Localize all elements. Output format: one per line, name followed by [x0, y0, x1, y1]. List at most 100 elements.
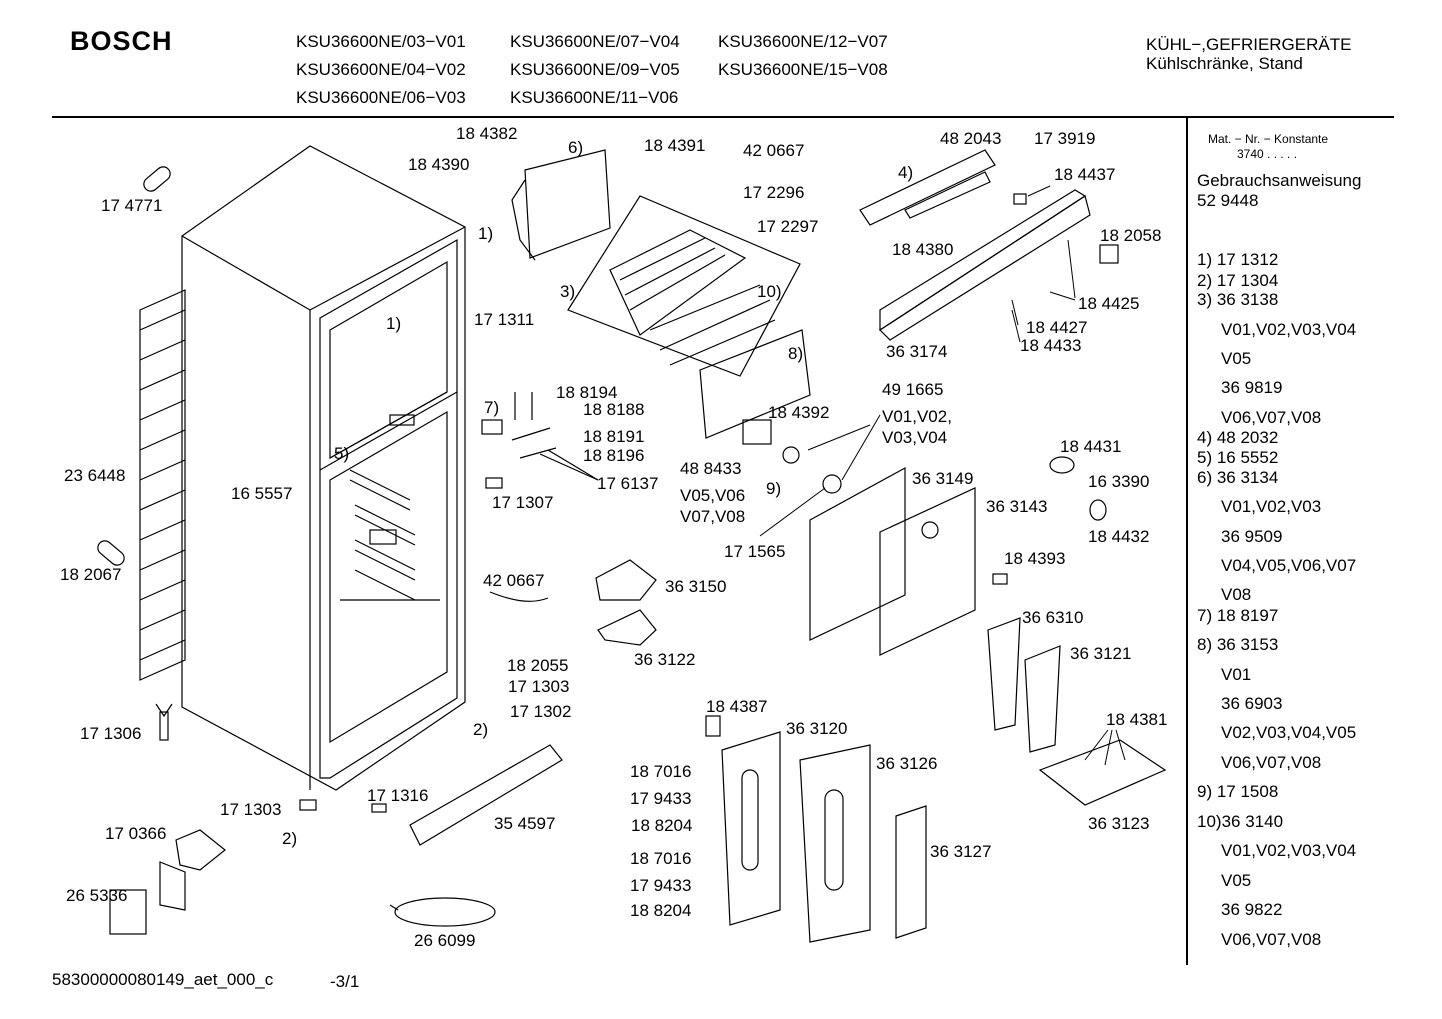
part-number-label: 36 3122 [634, 650, 696, 669]
part-reference-label: 1) [386, 314, 402, 333]
parts-entry: V04,V05,V06,V07 [1221, 556, 1357, 575]
parts-entry: 8) 36 3153 [1197, 635, 1279, 654]
part-number-label: 36 6310 [1022, 608, 1084, 627]
panel-divider [1186, 117, 1188, 965]
parts-entry: V02,V03,V04,V05 [1221, 723, 1357, 742]
model-number: KSU36600NE/06−V03 [296, 88, 466, 107]
model-number: KSU36600NE/15−V08 [718, 60, 888, 79]
part-reference-label: 2) [282, 829, 298, 848]
part-number-label: 48 2043 [940, 129, 1002, 148]
manual-label: Gebrauchsanweisung [1197, 171, 1362, 190]
part-number-label: 17 1316 [367, 786, 429, 805]
part-number-label: 17 1303 [220, 800, 282, 819]
part-number-label: 18 8204 [631, 816, 693, 835]
part-reference-label: 9) [766, 479, 782, 498]
part-number-label: 17 9433 [630, 876, 692, 895]
part-number-label: 17 9433 [630, 789, 692, 808]
model-number: KSU36600NE/12−V07 [718, 32, 888, 51]
mat-number-value: 3740 . . . . . [1237, 147, 1298, 161]
part-number-label: 26 6099 [414, 931, 476, 950]
parts-entry: V01 [1221, 665, 1252, 684]
parts-entry: 6) 36 3134 [1197, 468, 1279, 487]
parts-entry: V06,V07,V08 [1221, 408, 1322, 427]
part-number-label: 18 7016 [630, 762, 692, 781]
part-number-label: 36 3123 [1088, 814, 1150, 833]
variant-label: V01,V02, [882, 407, 952, 426]
part-number-label: 42 0667 [483, 571, 545, 590]
roller-parts [97, 166, 173, 741]
part-number-label: 36 3149 [912, 469, 974, 488]
mat-number-label: Mat. − Nr. − Konstante [1208, 132, 1329, 146]
part-number-label: 17 3919 [1034, 129, 1096, 148]
document-id: 58300000080149_aet_000_c [52, 970, 274, 989]
part-reference-label: 2) [473, 720, 489, 739]
part-number-label: 36 3143 [986, 497, 1048, 516]
part-number-label: 36 3126 [876, 754, 938, 773]
part-number-label: 18 4380 [892, 240, 954, 259]
fridge-cabinet [139, 145, 466, 791]
parts-entry: V01,V02,V03,V04 [1221, 841, 1357, 860]
parts-entry: 36 9822 [1221, 900, 1283, 919]
part-number-label: 18 4392 [768, 403, 830, 422]
part-reference-label: 4) [898, 163, 914, 182]
cover-plate [699, 329, 811, 439]
part-number-label: 17 1303 [508, 677, 570, 696]
parts-entry: 4) 48 2032 [1197, 428, 1279, 447]
header-divider [52, 116, 1394, 118]
parts-entry: V06,V07,V08 [1221, 753, 1322, 772]
part-number-label: 36 3121 [1070, 644, 1132, 663]
part-number-label: 17 6137 [597, 474, 659, 493]
part-reference-label: 1) [478, 224, 494, 243]
small-parts [481, 392, 842, 602]
parts-entry: 3) 36 3138 [1197, 290, 1279, 309]
part-number-label: 18 8188 [583, 400, 645, 419]
part-number-label: 17 2297 [757, 217, 819, 236]
model-number: KSU36600NE/07−V04 [510, 32, 680, 51]
bottom-parts [109, 744, 563, 935]
part-number-label: 18 7016 [630, 849, 692, 868]
part-number-label: 17 1307 [492, 493, 554, 512]
part-number-label: 18 8196 [583, 446, 645, 465]
parts-entry: V01,V02,V03,V04 [1221, 320, 1357, 339]
part-number-label: 36 3120 [786, 719, 848, 738]
part-reference-label: 8) [788, 344, 804, 363]
page-number: -3/1 [330, 972, 360, 991]
part-reference-label: 3) [560, 282, 576, 301]
model-number: KSU36600NE/04−V02 [296, 60, 466, 79]
model-number: KSU36600NE/09−V05 [510, 60, 680, 79]
fan-housing-parts [595, 456, 1107, 656]
variant-label: V07,V08 [680, 507, 746, 526]
part-reference-label: 6) [568, 138, 584, 157]
category-title: KÜHL−,GEFRIERGERÄTE [1146, 35, 1352, 54]
model-number: KSU36600NE/03−V01 [296, 32, 466, 51]
part-number-label: 17 1565 [724, 542, 786, 561]
part-number-label: 26 5336 [66, 886, 128, 905]
part-number-label: 18 4391 [644, 136, 706, 155]
part-number-label: 16 3390 [1088, 472, 1150, 491]
part-number-label: 48 8433 [680, 459, 742, 478]
part-number-label: 17 1306 [80, 724, 142, 743]
part-number-label: 17 2296 [743, 183, 805, 202]
model-number: KSU36600NE/11−V06 [510, 88, 679, 107]
leader-lines [759, 185, 1126, 766]
part-number-label: 18 4432 [1088, 527, 1150, 546]
parts-entry: 36 6903 [1221, 694, 1283, 713]
part-number-label: 35 4597 [494, 814, 556, 833]
part-number-label: 18 8191 [583, 427, 645, 446]
parts-entry: 36 9819 [1221, 378, 1283, 397]
variant-label: V05,V06 [680, 486, 746, 505]
parts-entry: 10)36 3140 [1197, 812, 1284, 831]
parts-entry: V08 [1221, 585, 1252, 604]
category-subtitle: Kühlschränke, Stand [1146, 54, 1303, 73]
part-number-label: 18 4427 [1026, 318, 1088, 337]
part-number-label: 18 2055 [507, 656, 569, 675]
control-panel-parts [859, 149, 1119, 341]
part-number-label: 18 4381 [1106, 710, 1168, 729]
part-number-label: 17 1311 [474, 310, 535, 329]
parts-entry: 7) 18 8197 [1197, 606, 1279, 625]
manual-number: 52 9448 [1197, 191, 1259, 210]
parts-entry: V05 [1221, 871, 1252, 890]
part-number-label: 18 4382 [456, 124, 518, 143]
parts-entry: V06,V07,V08 [1221, 930, 1322, 949]
part-number-label: 18 8204 [630, 901, 692, 920]
